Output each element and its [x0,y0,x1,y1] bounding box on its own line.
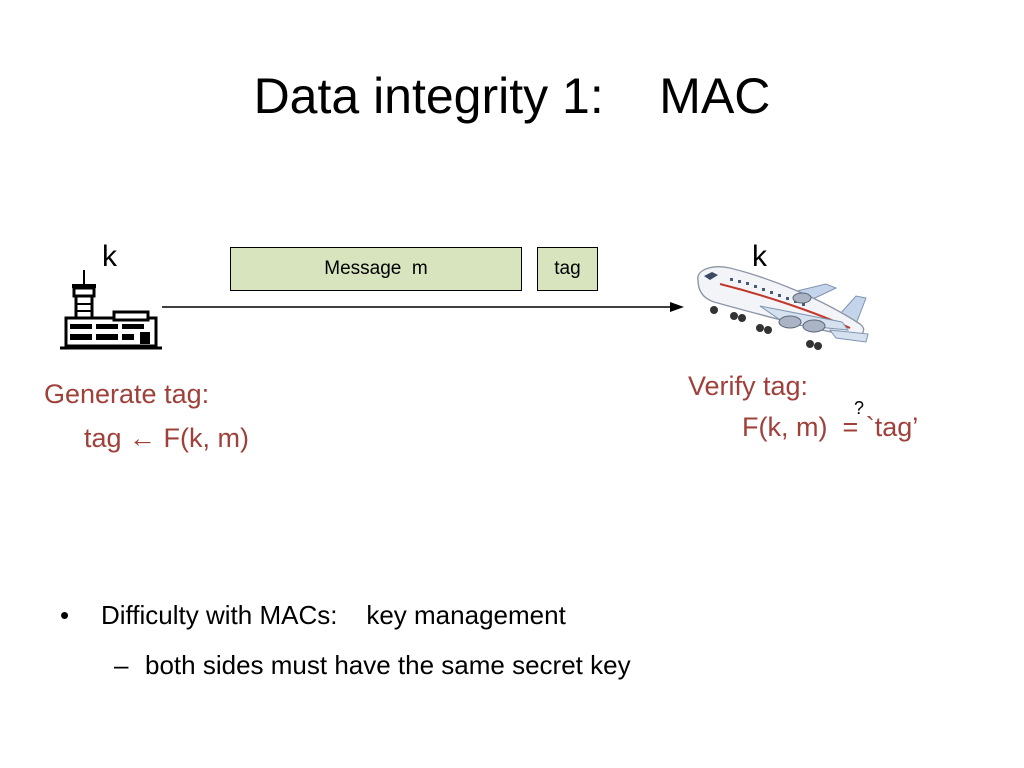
message-box: Message m [230,247,522,291]
slide-title: Data integrity 1: MAC [253,68,771,124]
generate-tag-heading: Generate tag: [44,379,210,409]
right-key-label: k [752,240,767,273]
verify-question-mark: ? [854,398,865,418]
verify-tag-heading: Verify tag: [688,371,809,401]
bullet-marker-1: • [60,600,70,630]
bullet-marker-2: – [114,650,129,680]
airplane-icon [697,266,869,350]
bullet-text-2: both sides must have the same secret key [145,650,631,680]
bullet-text-1: Difficulty with MACs: key management [101,600,566,630]
tag-box: tag [537,247,598,291]
transmission-arrow [162,302,684,312]
generate-tag-formula: tag ← F(k, m) [84,423,250,453]
control-tower-icon [60,270,162,350]
left-key-label: k [102,240,117,273]
verify-tag-formula: F(k, m) = `tag’ [742,412,919,442]
